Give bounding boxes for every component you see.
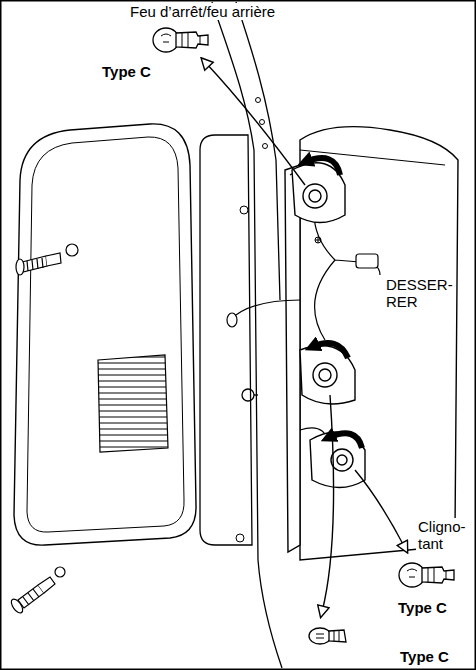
part-name: Feu d’arrêt/feu arrière [128, 3, 277, 20]
wedge-bulb [309, 628, 346, 644]
screw [16, 253, 61, 275]
instruction: DESSER- RER [384, 276, 455, 311]
lamp-housing [227, 127, 458, 560]
screw [9, 577, 55, 615]
bulb-type: Type C [398, 648, 451, 665]
bulb-type: Type C [100, 63, 153, 80]
part-name: Cligno- tant [416, 518, 468, 553]
rear-lens [14, 124, 196, 577]
panel-holes [236, 98, 268, 543]
bulb-socket [292, 163, 365, 488]
removal-arrow [205, 62, 405, 612]
bulb [399, 563, 454, 587]
turn-arrow [305, 158, 362, 448]
bulb [153, 28, 208, 52]
bulb-type: Type C [396, 599, 449, 616]
